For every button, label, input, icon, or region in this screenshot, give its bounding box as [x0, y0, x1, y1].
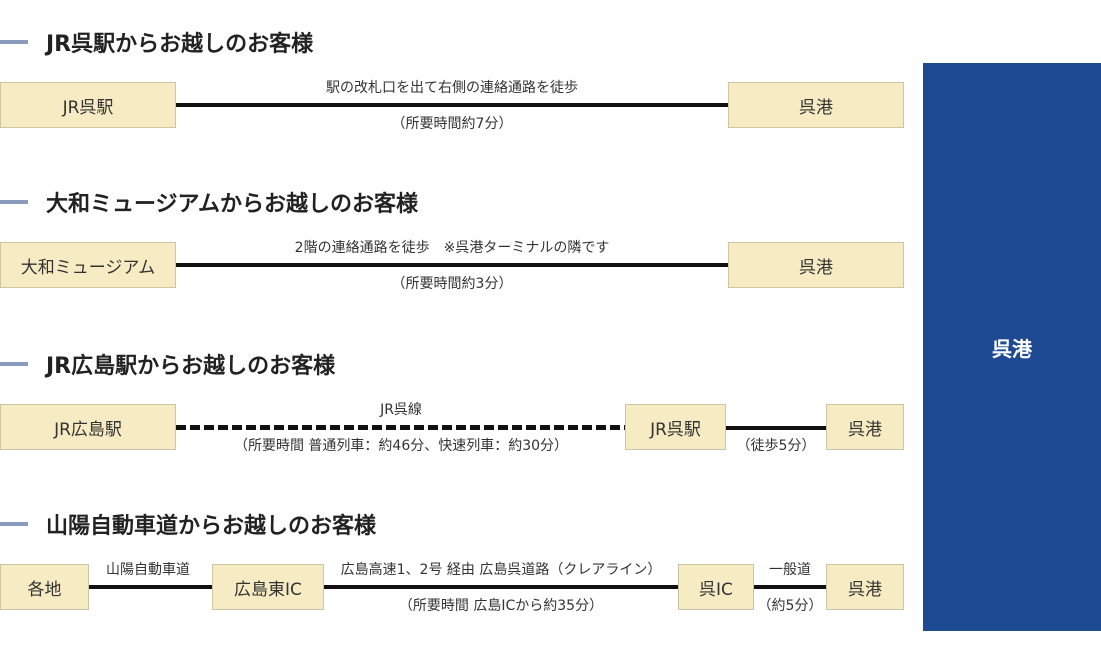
- route-label-bottom: （約5分）: [757, 598, 823, 614]
- route-label-top: 一般道: [769, 562, 811, 578]
- node-jr-kure-station: JR呉駅: [625, 404, 726, 450]
- route-label-bottom: （所要時間 広島ICから約35分）: [398, 598, 604, 614]
- route-line-road: [324, 585, 678, 589]
- route-line-walk: [726, 426, 826, 430]
- destination-label: 呉港: [992, 336, 1032, 361]
- route-label-top: 駅の改札口を出て右側の連絡通路を徒歩: [326, 80, 578, 96]
- section-bar: [0, 40, 28, 44]
- section-title-yamato-museum: 大和ミュージアムからお越しのお客様: [0, 187, 418, 217]
- node-yamato-museum: 大和ミュージアム: [0, 242, 176, 288]
- route-label-top: 2階の連絡通路を徒歩 ※呉港ターミナルの隣です: [294, 240, 610, 256]
- node-kure-port: 呉港: [826, 404, 904, 450]
- node-kure-ic: 呉IC: [678, 564, 754, 610]
- node-various: 各地: [0, 564, 89, 610]
- section-title-text: JR呉駅からお越しのお客様: [46, 32, 314, 57]
- node-kure-port: 呉港: [728, 82, 904, 128]
- section-bar: [0, 362, 28, 366]
- section-bar: [0, 522, 28, 526]
- section-title-jr-hiroshima: JR広島駅からお越しのお客様: [0, 349, 335, 379]
- node-hiroshima-higashi-ic: 広島東IC: [212, 564, 324, 610]
- route-label-bottom: （徒歩5分）: [736, 438, 816, 454]
- route-label-top: 広島高速1、2号 経由 広島呉道路（クレアライン）: [340, 562, 662, 578]
- route-line-road: [89, 585, 212, 589]
- route-label-top: JR呉線: [380, 402, 422, 418]
- section-title-text: JR広島駅からお越しのお客様: [46, 354, 336, 379]
- route-line-road: [754, 585, 826, 589]
- route-label-top: 山陽自動車道: [106, 562, 190, 578]
- destination-panel: 呉港: [923, 63, 1101, 631]
- section-title-jr-kure: JR呉駅からお越しのお客様: [0, 27, 313, 57]
- node-kure-port: 呉港: [826, 564, 904, 610]
- route-line-walk: [176, 103, 728, 107]
- node-jr-kure-station: JR呉駅: [0, 82, 176, 128]
- route-label-bottom: （所要時間約7分）: [391, 116, 513, 132]
- route-label-bottom: （所要時間約3分）: [391, 276, 513, 292]
- section-title-sanyo-expressway: 山陽自動車道からお越しのお客様: [0, 509, 376, 539]
- section-title-text: 大和ミュージアムからお越しのお客様: [46, 192, 419, 217]
- node-jr-hiroshima-station: JR広島駅: [0, 404, 176, 450]
- route-line-rail: [176, 425, 625, 430]
- route-line-walk: [176, 263, 728, 267]
- route-label-bottom: （所要時間 普通列車：約46分、快速列車：約30分）: [233, 438, 569, 454]
- section-title-text: 山陽自動車道からお越しのお客様: [46, 514, 377, 539]
- section-bar: [0, 200, 28, 204]
- node-kure-port: 呉港: [728, 242, 904, 288]
